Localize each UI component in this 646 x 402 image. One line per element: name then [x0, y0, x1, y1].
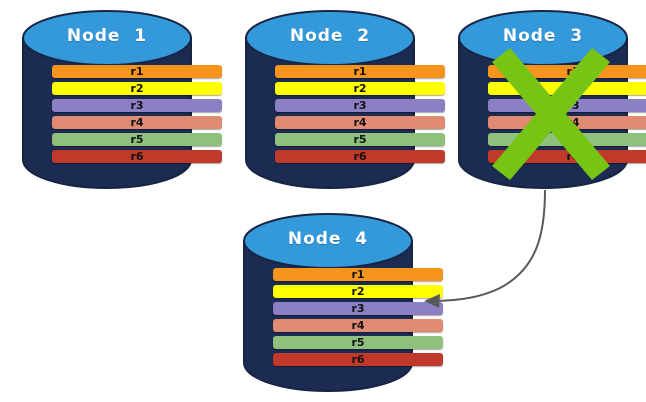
row-r2[interactable]: r2 — [488, 82, 646, 95]
row-r6[interactable]: r6 — [488, 150, 646, 163]
row-label: r4 — [566, 116, 580, 129]
row-stack: r1 r2 r3 r4 r5 r6 — [458, 65, 646, 163]
row-label: r2 — [353, 82, 367, 95]
row-label: r5 — [351, 336, 365, 349]
row-label: r2 — [130, 82, 144, 95]
row-r1[interactable]: r1 — [275, 65, 445, 78]
row-label: r1 — [351, 268, 365, 281]
row-r4[interactable]: r4 — [52, 116, 222, 129]
row-stack: r1 r2 r3 r4 r5 r6 — [245, 65, 475, 163]
row-label: r1 — [353, 65, 367, 78]
node-cylinder-node1[interactable]: Node 1 r1 r2 r3 r4 r5 r6 — [22, 10, 222, 189]
row-label: r3 — [566, 99, 580, 112]
row-r6[interactable]: r6 — [52, 150, 222, 163]
row-r5[interactable]: r5 — [273, 336, 443, 349]
row-r2[interactable]: r2 — [275, 82, 445, 95]
row-label: r3 — [353, 99, 367, 112]
row-r4[interactable]: r4 — [273, 319, 443, 332]
row-label: r5 — [353, 133, 367, 146]
row-stack: r1 r2 r3 r4 r5 r6 — [22, 65, 252, 163]
row-label: r4 — [130, 116, 144, 129]
row-r3[interactable]: r3 — [52, 99, 222, 112]
row-label: r4 — [353, 116, 367, 129]
row-r6[interactable]: r6 — [275, 150, 445, 163]
row-label: r2 — [566, 82, 580, 95]
row-r5[interactable]: r5 — [488, 133, 646, 146]
row-label: r2 — [351, 285, 365, 298]
row-r1[interactable]: r1 — [52, 65, 222, 78]
row-r1[interactable]: r1 — [488, 65, 646, 78]
node-cylinder-node4[interactable]: Node 4 r1 r2 r3 r4 r5 r6 — [243, 213, 443, 392]
row-label: r4 — [351, 319, 365, 332]
row-label: r6 — [351, 353, 365, 366]
row-label: r6 — [566, 150, 580, 163]
row-label: r5 — [566, 133, 580, 146]
node-cylinder-node3[interactable]: Node 3 r1 r2 r3 r4 r5 r6 — [458, 10, 646, 189]
row-r3[interactable]: r3 — [488, 99, 646, 112]
row-r3[interactable]: r3 — [273, 302, 443, 315]
node-cylinder-node2[interactable]: Node 2 r1 r2 r3 r4 r5 r6 — [245, 10, 445, 189]
row-r5[interactable]: r5 — [52, 133, 222, 146]
row-label: r6 — [130, 150, 144, 163]
row-label: r1 — [566, 65, 580, 78]
row-r5[interactable]: r5 — [275, 133, 445, 146]
row-r2[interactable]: r2 — [52, 82, 222, 95]
row-r4[interactable]: r4 — [488, 116, 646, 129]
row-r3[interactable]: r3 — [275, 99, 445, 112]
row-label: r5 — [130, 133, 144, 146]
row-r1[interactable]: r1 — [273, 268, 443, 281]
row-label: r6 — [353, 150, 367, 163]
row-label: r3 — [351, 302, 365, 315]
row-label: r1 — [130, 65, 144, 78]
row-r2[interactable]: r2 — [273, 285, 443, 298]
row-stack: r1 r2 r3 r4 r5 r6 — [243, 268, 473, 366]
row-r4[interactable]: r4 — [275, 116, 445, 129]
row-r6[interactable]: r6 — [273, 353, 443, 366]
row-label: r3 — [130, 99, 144, 112]
